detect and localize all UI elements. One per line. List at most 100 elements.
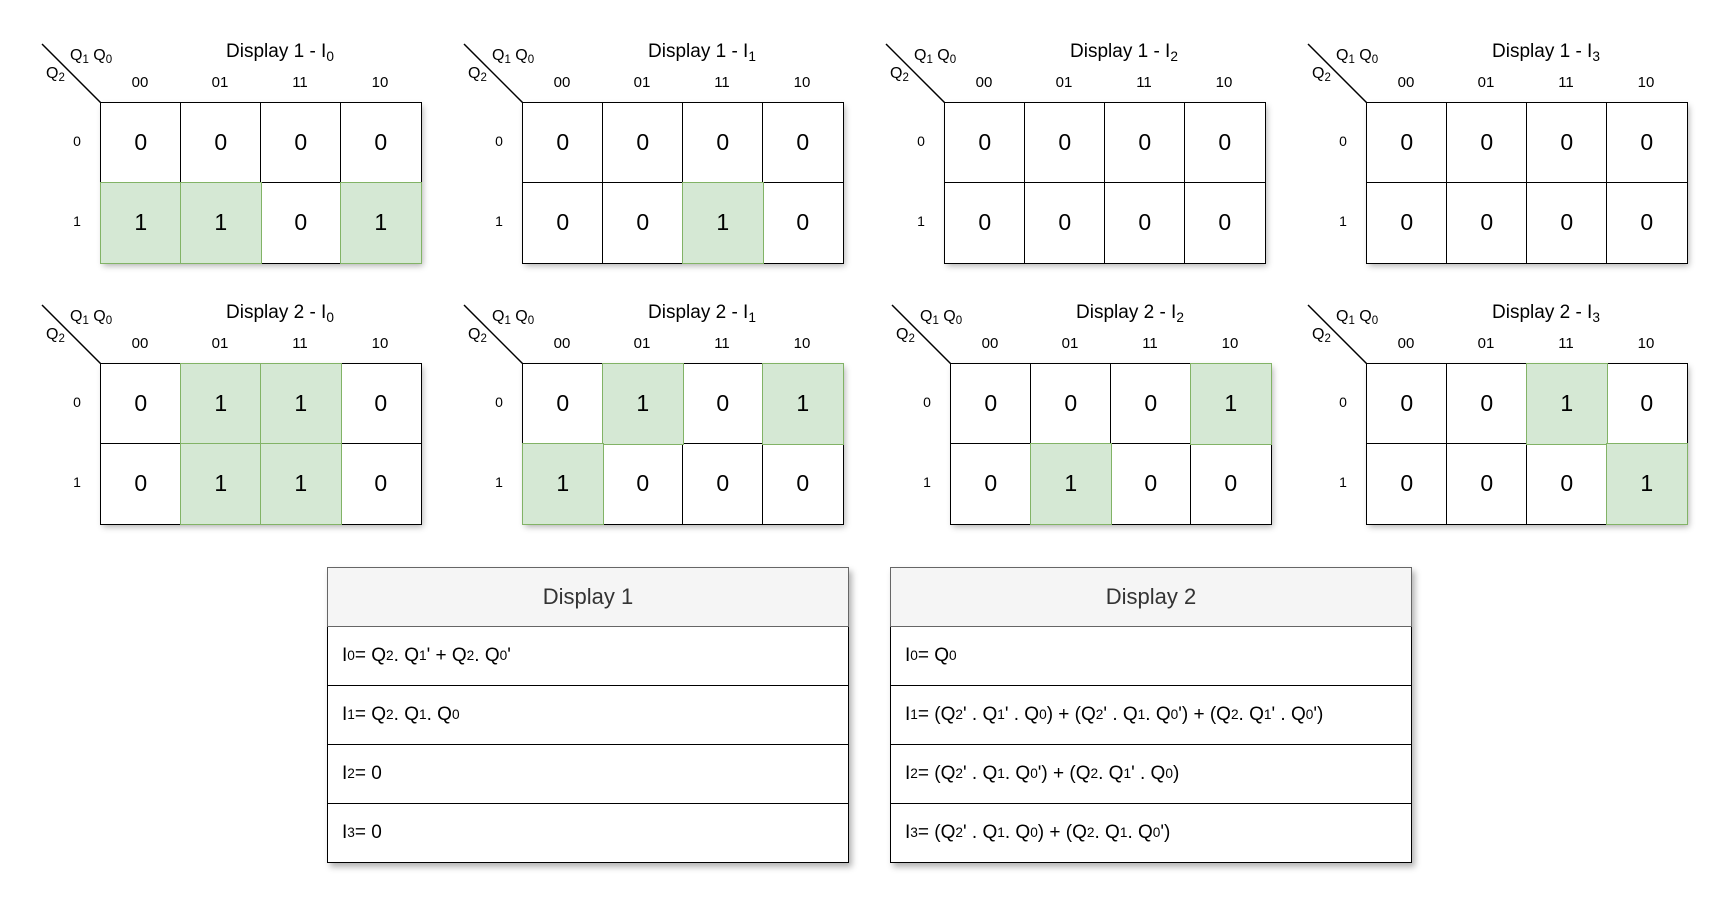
column-label: 11 [292,74,308,91]
column-label: 11 [714,335,730,352]
kmap-cell: 0 [100,102,182,184]
kmap-cell: 0 [1446,443,1528,525]
row-variable-label: Q2 [1312,326,1331,346]
kmap-cell: 1 [682,182,764,264]
kmap-corner-diagonal [1307,304,1368,365]
kmap-cell: 1 [260,443,342,525]
kmap-cell: 0 [944,182,1026,264]
kmap-corner-diagonal [41,304,102,365]
row-label: 1 [917,213,925,229]
kmap-cell: 1 [1030,443,1112,525]
row-label: 1 [73,474,81,490]
diagonal-line [1307,304,1368,365]
kmap-cell: 1 [1190,363,1272,445]
row-label: 0 [1339,133,1347,149]
column-label: 01 [211,335,229,352]
row-label: 1 [1339,474,1347,490]
column-label: 00 [1397,74,1415,91]
kmap-cell: 0 [944,102,1026,184]
kmap-cell: 0 [950,363,1032,445]
kmap-cell: 0 [762,443,844,525]
row-variable-label: Q2 [1312,65,1331,85]
column-label: 01 [1477,335,1495,352]
row-label: 0 [73,133,81,149]
diagonal-line [1307,43,1368,104]
column-label: 11 [714,74,730,91]
kmap-cell: 1 [602,363,684,445]
kmap-cell: 0 [1366,182,1448,264]
kmap-cell: 1 [1606,443,1688,525]
kmap-cell: 0 [1526,102,1608,184]
kmap-cell: 0 [1446,102,1528,184]
column-label: 01 [633,74,651,91]
kmap-cell: 0 [1526,443,1608,525]
column-label: 01 [211,74,229,91]
column-variables-label: Q1 Q0 [1336,308,1379,328]
kmap-title: Display 1 - I2 [1070,41,1178,64]
column-variables-label: Q1 Q0 [920,308,963,328]
diagonal-line [463,43,524,104]
kmap-cell: 0 [1110,443,1192,525]
diagonal-line [41,43,102,104]
column-label: 01 [1061,335,1079,352]
row-label: 0 [1339,394,1347,410]
kmap-cell: 0 [260,182,342,264]
column-label: 10 [371,74,389,91]
kmap-corner-diagonal [1307,43,1368,104]
row-variable-label: Q2 [46,326,65,346]
kmap-cell: 0 [1606,182,1688,264]
kmap-title: Display 2 - I2 [1076,302,1184,325]
kmap-cell: 0 [1030,363,1112,445]
kmap-cell: 0 [1024,102,1106,184]
row-label: 0 [917,133,925,149]
column-variables-label: Q1 Q0 [914,47,957,67]
kmap-cell: 0 [180,102,262,184]
row-variable-label: Q2 [896,326,915,346]
kmap-title: Display 1 - I3 [1492,41,1600,64]
kmap-cell: 1 [180,363,262,445]
diagonal-line [891,304,952,365]
column-label: 11 [1142,335,1158,352]
row-label: 1 [923,474,931,490]
kmap-cell: 0 [762,182,844,264]
kmap-cell: 0 [522,102,604,184]
kmap-cell: 0 [522,182,604,264]
row-label: 0 [923,394,931,410]
kmap-corner-diagonal [463,304,524,365]
kmap-cell: 1 [260,363,342,445]
column-label: 00 [553,74,571,91]
kmap-cell: 0 [1190,443,1272,525]
kmap-cell: 1 [180,443,262,525]
kmap-cell: 0 [1110,363,1192,445]
kmap-cell: 0 [340,443,422,525]
column-label: 10 [1215,74,1233,91]
kmap-cell: 0 [340,102,422,184]
row-label: 0 [73,394,81,410]
kmap-cell: 1 [100,182,182,264]
table-header: Display 2 [890,567,1412,627]
row-variable-label: Q2 [46,65,65,85]
row-label: 1 [495,474,503,490]
kmap-cell: 1 [340,182,422,264]
kmap-cell: 0 [1446,363,1528,445]
kmap-cell: 0 [1104,182,1186,264]
column-label: 11 [1136,74,1152,91]
row-label: 1 [73,213,81,229]
kmap-cell: 0 [1366,443,1448,525]
column-label: 10 [1637,74,1655,91]
